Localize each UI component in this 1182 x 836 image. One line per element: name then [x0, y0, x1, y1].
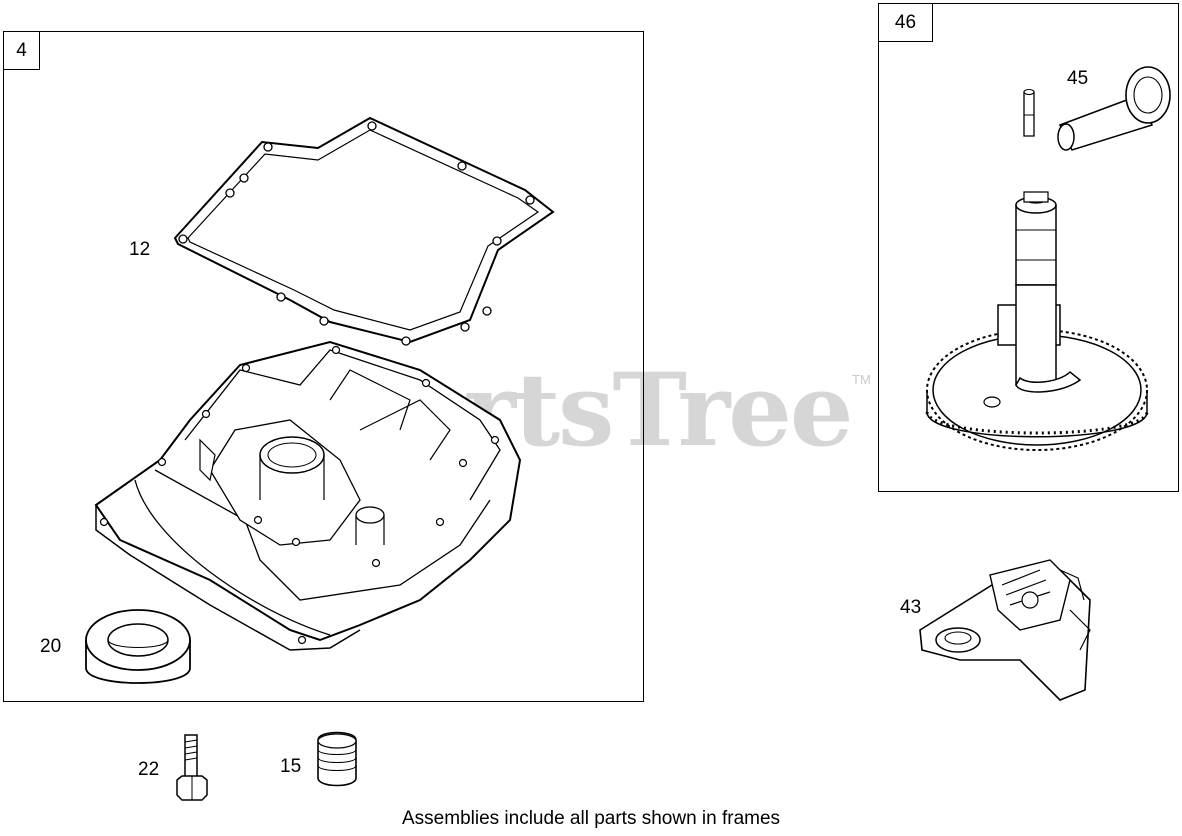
callout-pin: 45 — [1067, 68, 1089, 89]
assembly-frame-left: 4 — [3, 31, 644, 702]
trademark-mark: TM — [852, 372, 871, 387]
assembly-frame-right-label: 46 — [879, 4, 933, 42]
callout-bolt: 22 — [138, 759, 160, 780]
assembly-frame-right: 46 — [878, 3, 1179, 492]
frames-footnote: Assemblies include all parts shown in fr… — [402, 808, 781, 829]
assembly-frame-left-label: 4 — [4, 32, 40, 70]
callout-plug: 15 — [280, 756, 302, 777]
callout-governor: 43 — [900, 597, 922, 618]
callout-seal: 20 — [40, 636, 62, 657]
callout-gasket: 12 — [129, 239, 151, 260]
